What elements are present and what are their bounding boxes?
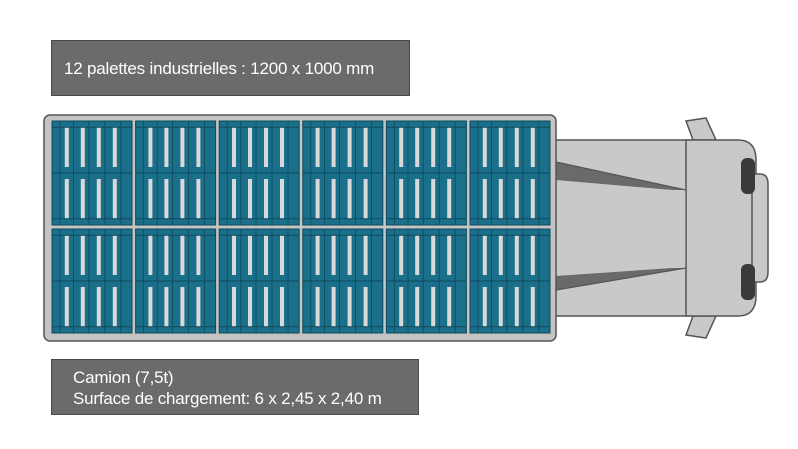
pallet bbox=[385, 228, 467, 334]
mirror-top-icon bbox=[684, 117, 718, 141]
cab-body bbox=[685, 139, 757, 317]
pallet bbox=[135, 228, 217, 334]
headlight-top-icon bbox=[741, 158, 755, 194]
pallet bbox=[51, 228, 133, 334]
pallet bbox=[135, 120, 217, 226]
pallet bbox=[469, 228, 551, 334]
pallet bbox=[302, 228, 384, 334]
pallet-title-label: 12 palettes industrielles : 1200 x 1000 … bbox=[51, 40, 410, 96]
cargo-surface-text: Surface de chargement: 6 x 2,45 x 2,40 m bbox=[73, 389, 382, 408]
pallet bbox=[218, 120, 300, 226]
pallet bbox=[51, 120, 133, 226]
mirror-bottom-icon bbox=[684, 315, 718, 339]
truck-model-text: Camion (7,5t) bbox=[73, 368, 174, 387]
cab-bumper bbox=[751, 173, 769, 283]
pallet bbox=[385, 120, 467, 226]
cab-roof bbox=[556, 180, 686, 276]
pallet-grid bbox=[51, 120, 551, 334]
pallet bbox=[469, 120, 551, 226]
headlight-bottom-icon bbox=[741, 264, 755, 300]
pallet bbox=[302, 120, 384, 226]
pallet-title-text: 12 palettes industrielles : 1200 x 1000 … bbox=[64, 59, 375, 78]
pallet bbox=[218, 228, 300, 334]
truck-cab bbox=[551, 117, 769, 339]
truck-caption-label: Camion (7,5t) Surface de chargement: 6 x… bbox=[51, 359, 419, 415]
